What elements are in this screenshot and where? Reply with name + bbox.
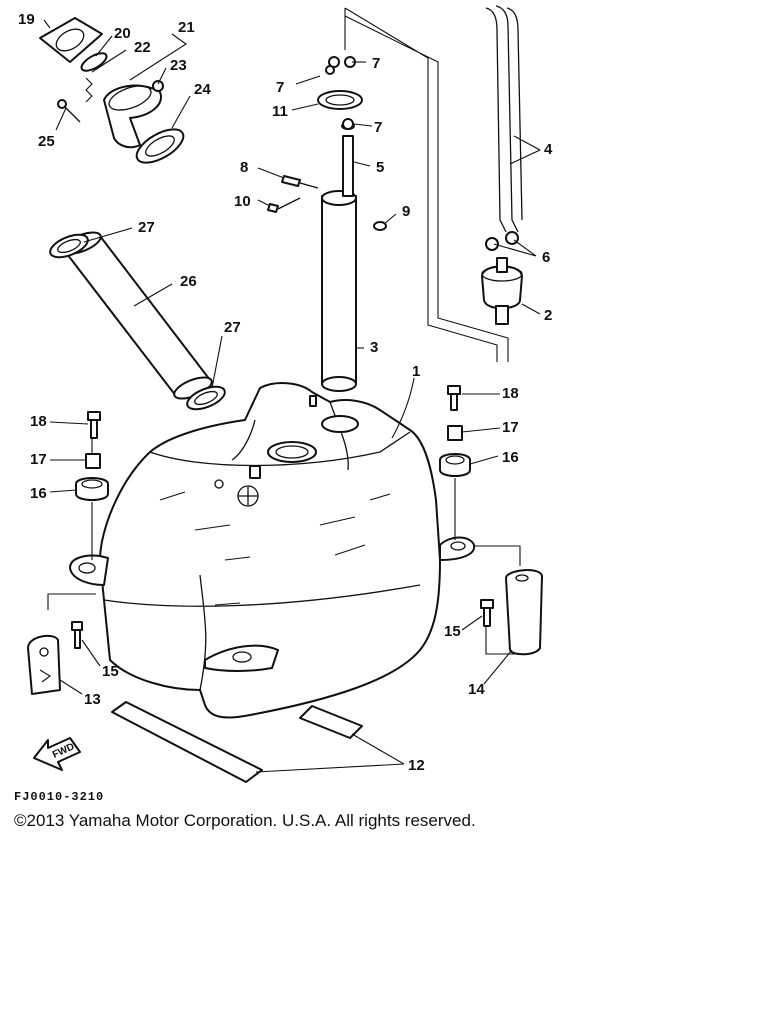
fuel-filter	[481, 257, 523, 325]
callout-6: 6	[542, 249, 550, 266]
callout-18-right: 18	[502, 385, 519, 402]
callout-1: 1	[412, 363, 420, 380]
callout-9: 9	[402, 203, 410, 220]
callout-20: 20	[114, 25, 131, 42]
callout-24: 24	[194, 81, 211, 98]
callout-18-left: 18	[30, 413, 47, 430]
callout-27-a: 27	[138, 219, 155, 236]
bolts-and-washer	[267, 175, 387, 231]
callout-26: 26	[180, 273, 197, 290]
fuel-tank	[69, 382, 476, 719]
leader-lines	[43, 19, 541, 773]
callout-2: 2	[544, 307, 552, 324]
callout-14: 14	[468, 681, 485, 698]
callout-7-a: 7	[372, 55, 380, 72]
right-mount-stack	[439, 385, 471, 540]
callouts: 19 20 21 22 23 24 25 7 7 7 11 5 8 10 9 4…	[18, 11, 553, 774]
callout-22: 22	[134, 39, 151, 56]
callout-27-b: 27	[224, 319, 241, 336]
callout-21: 21	[178, 19, 195, 36]
vent-lines	[485, 5, 523, 251]
callout-16-right: 16	[502, 449, 519, 466]
callout-13: 13	[84, 691, 101, 708]
callout-23: 23	[170, 57, 187, 74]
copyright-notice: ©2013 Yamaha Motor Corporation. U.S.A. A…	[14, 811, 476, 830]
callout-25: 25	[38, 133, 55, 150]
callout-15-right: 15	[444, 623, 461, 640]
brackets	[27, 545, 543, 695]
callout-11: 11	[272, 103, 288, 120]
callout-16-left: 16	[30, 485, 47, 502]
callout-3: 3	[370, 339, 378, 356]
drawing-code: FJ0010-3210	[14, 790, 104, 804]
callout-19: 19	[18, 11, 35, 28]
callout-10: 10	[234, 193, 251, 210]
callout-17-left: 17	[30, 451, 47, 468]
hose-clamps	[317, 56, 363, 130]
callout-7-c: 7	[374, 119, 382, 136]
callout-12: 12	[408, 757, 425, 774]
callout-4: 4	[544, 141, 553, 158]
reference-frame	[344, 7, 509, 362]
left-mount-stack	[75, 411, 109, 560]
callout-17-right: 17	[502, 419, 519, 436]
callout-5: 5	[376, 159, 384, 176]
fwd-arrow-icon: FWD	[33, 737, 81, 771]
pickup-tube	[321, 122, 357, 392]
fuel-cap-assembly	[39, 17, 185, 164]
filler-hose	[49, 231, 226, 411]
callout-7-b: 7	[276, 79, 284, 96]
floor-pads	[111, 701, 363, 783]
callout-8: 8	[240, 159, 248, 176]
callout-15-left: 15	[102, 663, 119, 680]
